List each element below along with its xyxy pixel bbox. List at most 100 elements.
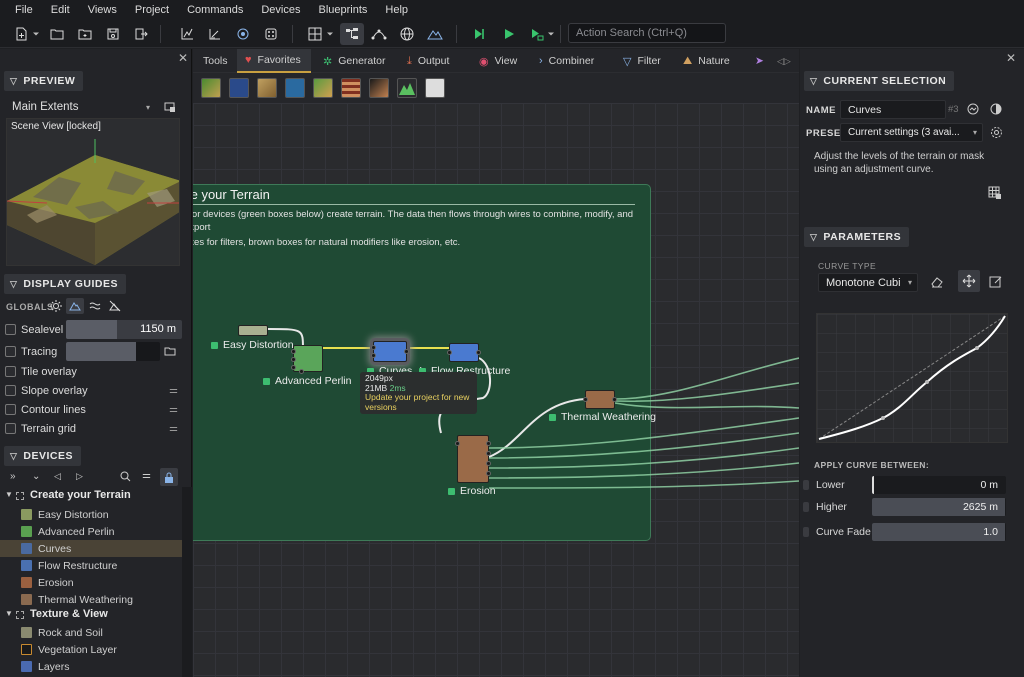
build-step-icon[interactable] xyxy=(468,23,490,45)
device-name-input[interactable]: Curves xyxy=(840,100,946,119)
tab-view[interactable]: ◉View xyxy=(479,55,518,68)
curve-point[interactable] xyxy=(881,416,885,420)
previous-icon[interactable]: ◁ xyxy=(54,471,61,481)
build-play-icon[interactable] xyxy=(498,23,520,45)
devices-scrollbar[interactable] xyxy=(182,487,192,677)
open-recent-icon[interactable] xyxy=(74,23,96,45)
waves-icon[interactable] xyxy=(86,298,104,314)
display-guides-header[interactable]: ▽DISPLAY GUIDES xyxy=(4,274,126,294)
lower-slider[interactable]: 0 m xyxy=(872,476,1006,494)
curve-graph[interactable] xyxy=(817,314,1007,442)
lock-icon[interactable] xyxy=(160,468,178,486)
device-group-texture-view[interactable]: ▼ Texture & View xyxy=(5,608,108,620)
device-item[interactable]: Thermal Weathering xyxy=(0,591,182,608)
tab-filter[interactable]: ▽Filter xyxy=(623,55,661,68)
collapse-all-icon[interactable]: ⌄ xyxy=(32,471,41,482)
device-item-selected[interactable]: Curves xyxy=(0,540,182,557)
export-icon[interactable] xyxy=(130,23,152,45)
menu-edit[interactable]: Edit xyxy=(50,4,70,16)
device-item[interactable]: Rock and Soil xyxy=(0,624,182,641)
tile-overlay-checkbox[interactable] xyxy=(5,366,16,377)
layout-icon[interactable] xyxy=(304,23,326,45)
current-selection-header[interactable]: ▽CURRENT SELECTION xyxy=(804,71,955,91)
curve-point[interactable] xyxy=(975,346,979,350)
fav-erosion-icon[interactable] xyxy=(313,78,333,98)
sealevel-slider[interactable]: 1150 m xyxy=(66,320,182,339)
fav-copy-icon[interactable] xyxy=(425,78,445,98)
sliders-icon[interactable]: ⚌ xyxy=(169,404,178,415)
terrain-group-frame[interactable]: te your Terrain ator devices (green boxe… xyxy=(193,184,651,541)
higher-checkbox[interactable] xyxy=(803,502,809,512)
preview-header[interactable]: ▽PREVIEW xyxy=(4,71,84,91)
contour-lines-checkbox[interactable] xyxy=(5,404,16,415)
hide-guides-icon[interactable] xyxy=(106,298,124,314)
close-icon[interactable]: ✕ xyxy=(178,51,189,65)
tab-more-icon[interactable]: ➤ xyxy=(755,55,764,67)
tab-favorites[interactable]: ♥Favorites xyxy=(237,49,311,73)
menu-help[interactable]: Help xyxy=(385,4,409,16)
devices-header[interactable]: ▽DEVICES xyxy=(4,446,82,466)
tile-overlay-row[interactable]: Tile overlay xyxy=(0,362,192,381)
tab-combiner[interactable]: ›Combiner xyxy=(539,55,595,67)
menu-views[interactable]: Views xyxy=(87,4,117,16)
lower-checkbox[interactable] xyxy=(803,480,809,490)
measure-icon[interactable] xyxy=(204,23,226,45)
terrain-grid-checkbox[interactable] xyxy=(5,423,16,434)
device-item[interactable]: Advanced Perlin xyxy=(0,523,182,540)
search-icon[interactable] xyxy=(120,471,131,485)
flow-restructure-node[interactable] xyxy=(447,343,481,362)
device-group-create-terrain[interactable]: ▼ Create your Terrain xyxy=(5,489,131,501)
tab-generator[interactable]: ✲Generator xyxy=(323,55,386,68)
device-item[interactable]: Easy Distortion xyxy=(0,506,182,523)
fav-layers-icon[interactable] xyxy=(285,78,305,98)
fav-mountain-icon[interactable] xyxy=(397,78,417,98)
sliders-icon[interactable]: ⚌ xyxy=(169,423,178,434)
device-info-icon[interactable] xyxy=(967,103,979,118)
sliders-icon[interactable]: ⚌ xyxy=(169,385,178,396)
action-search-input[interactable]: Action Search (Ctrl+Q) xyxy=(568,23,726,43)
eraser-icon[interactable] xyxy=(930,275,944,292)
menu-project[interactable]: Project xyxy=(134,4,170,16)
preset-settings-icon[interactable] xyxy=(990,126,1003,142)
tab-tools[interactable]: Tools xyxy=(203,55,228,67)
device-color-icon[interactable] xyxy=(990,103,1002,118)
mountain-guide-icon[interactable] xyxy=(66,298,84,314)
curve-path-icon[interactable] xyxy=(368,23,390,45)
fav-advanced-perlin-icon[interactable] xyxy=(201,78,221,98)
tab-nature[interactable]: ⛰Nature xyxy=(683,54,730,68)
higher-slider[interactable]: 2625 m xyxy=(872,498,1006,516)
build-dropdown-icon[interactable] xyxy=(545,23,557,45)
preview-window-icon[interactable] xyxy=(164,101,176,113)
advanced-perlin-node[interactable] xyxy=(291,345,323,374)
curve-fade-checkbox[interactable] xyxy=(803,527,809,537)
node-graph-canvas[interactable]: te your Terrain ator devices (green boxe… xyxy=(193,103,799,677)
new-dropdown-icon[interactable] xyxy=(30,23,42,45)
next-icon[interactable]: ▷ xyxy=(76,471,83,481)
slope-overlay-checkbox[interactable] xyxy=(5,385,16,396)
slope-overlay-row[interactable]: Slope overlay ⚌ xyxy=(0,381,192,400)
close-icon[interactable]: ✕ xyxy=(1006,51,1017,65)
curve-type-dropdown[interactable]: Monotone Cubi▾ xyxy=(818,273,918,292)
preset-dropdown[interactable]: Current settings (3 avai...▾ xyxy=(840,123,983,142)
new-file-icon[interactable] xyxy=(10,23,32,45)
easy-distortion-node[interactable] xyxy=(238,325,268,336)
menu-commands[interactable]: Commands xyxy=(187,4,244,16)
build-options-icon[interactable] xyxy=(526,23,548,45)
grid-add-icon[interactable] xyxy=(988,186,1002,203)
target-icon[interactable] xyxy=(232,23,254,45)
move-point-icon[interactable] xyxy=(958,270,980,292)
open-folder-icon[interactable] xyxy=(46,23,68,45)
curve-fade-slider[interactable]: 1.0 xyxy=(872,523,1006,541)
curves-node[interactable] xyxy=(371,341,409,362)
device-item[interactable]: Erosion xyxy=(0,574,182,591)
curve-editor[interactable] xyxy=(816,313,1008,443)
menu-devices[interactable]: Devices xyxy=(261,4,301,16)
fav-texture-icon[interactable] xyxy=(257,78,277,98)
layout-dropdown-icon[interactable] xyxy=(324,23,336,45)
terrain-grid-row[interactable]: Terrain grid ⚌ xyxy=(0,419,192,438)
save-icon[interactable] xyxy=(102,23,124,45)
dice-icon[interactable] xyxy=(260,23,282,45)
menu-blueprints[interactable]: Blueprints xyxy=(318,4,368,16)
graph-icon[interactable] xyxy=(176,23,198,45)
preview-extents-dropdown[interactable]: Main Extents ▾ xyxy=(6,98,182,116)
